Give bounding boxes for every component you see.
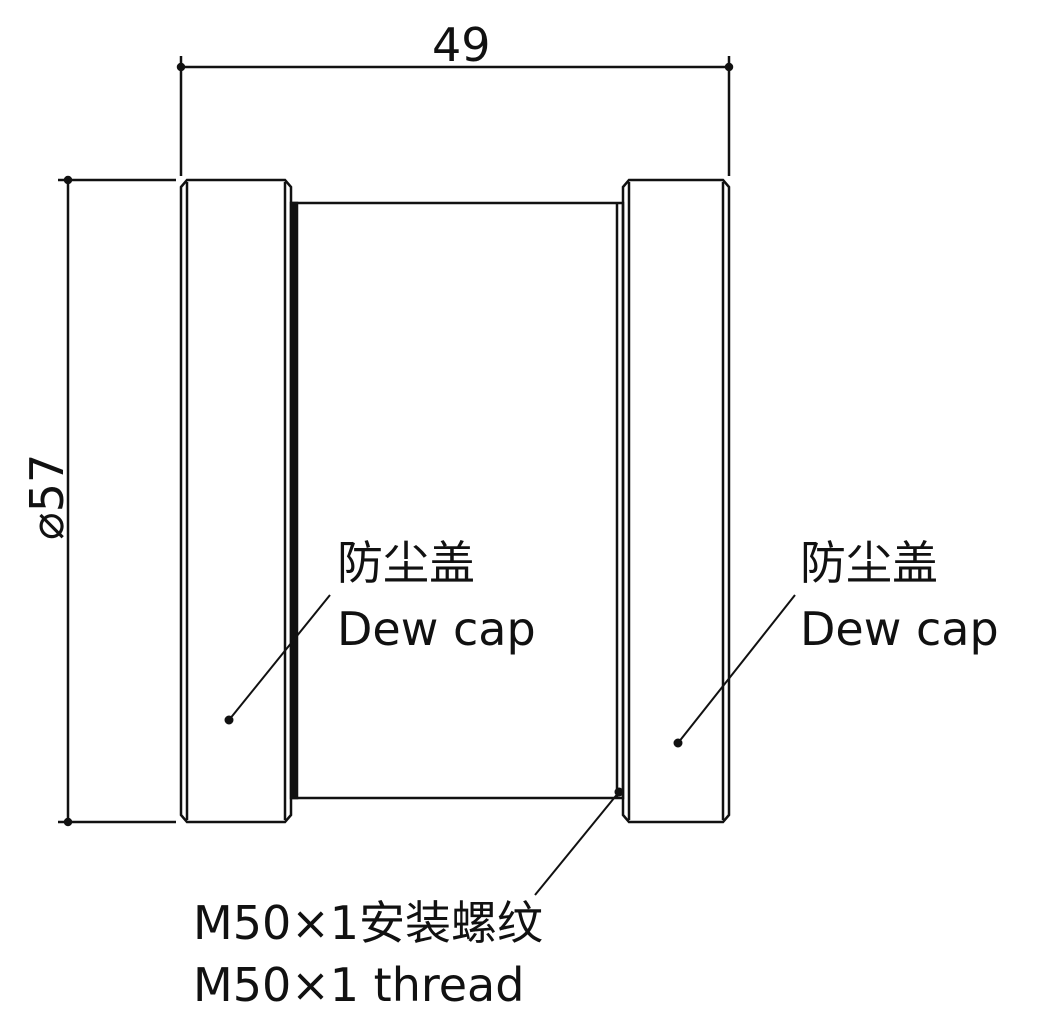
diameter-dimension-label: ⌀57 xyxy=(20,453,74,540)
left-dew-cap xyxy=(179,178,293,824)
thread-label-cn: M50×1安装螺纹 xyxy=(193,896,544,950)
right-dew-cap xyxy=(621,178,731,824)
width-dimension xyxy=(176,56,734,176)
right-cap-label-en: Dew cap xyxy=(800,602,999,656)
left-cap-label-en: Dew cap xyxy=(337,602,536,656)
left-cap-label-cn: 防尘盖 xyxy=(337,536,475,590)
leader-lines xyxy=(224,594,796,896)
thread-label-en: M50×1 thread xyxy=(193,958,525,1012)
diameter-dimension xyxy=(58,175,176,827)
width-dimension-label: 49 xyxy=(432,18,491,72)
right-cap-label-cn: 防尘盖 xyxy=(800,536,938,590)
tube-body xyxy=(289,201,625,800)
